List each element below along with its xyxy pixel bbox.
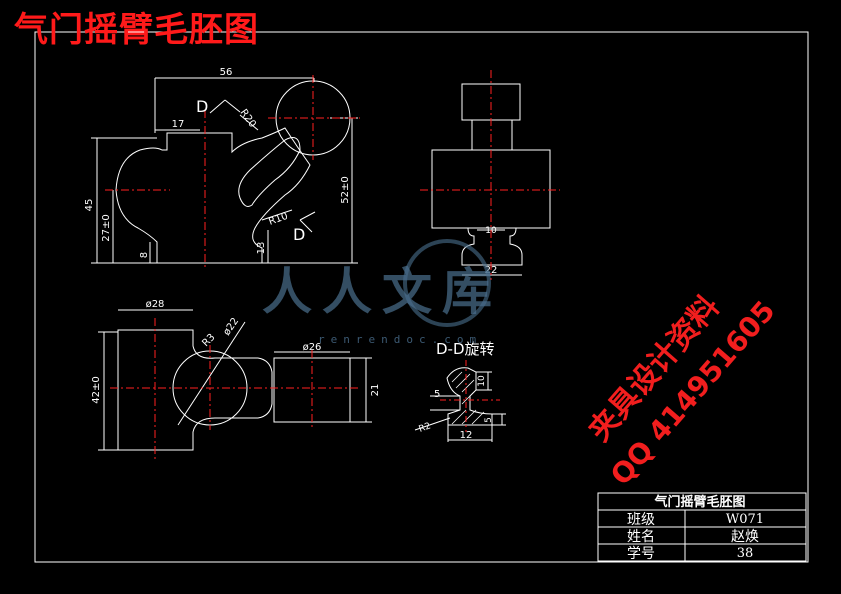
dim-height-total: 45 [84, 199, 95, 212]
dim-section-5-left: 5 [434, 389, 440, 400]
dim-section-10: 10 [477, 375, 487, 387]
section-view-profile [446, 367, 493, 426]
title-block-label-name: 姓名 [627, 529, 655, 545]
dim-diameter-left: ø28 [146, 299, 165, 310]
watermark-url: renrendoc.com [318, 333, 483, 346]
page-title: 气门摇臂毛胚图 [14, 10, 259, 50]
title-block [597, 492, 807, 562]
title-block-value-name: 赵焕 [731, 528, 759, 545]
dim-height-small: 13 [256, 242, 267, 255]
dim-width-top: 56 [220, 67, 233, 78]
section-view [414, 367, 506, 442]
dim-height-left-top: 42±0 [91, 376, 102, 403]
dim-height-bottom: 8 [139, 252, 150, 258]
front-view-outline [115, 127, 311, 264]
dim-radius-r3: R3 [200, 332, 217, 349]
watermark-circle [403, 239, 491, 327]
title-block-label-class: 班级 [627, 512, 655, 528]
dim-height-right: 52±0 [340, 176, 351, 203]
top-view-centerlines [110, 318, 360, 460]
dim-side-width-mid: 10 [485, 226, 497, 236]
dim-height-mid: 27±0 [101, 214, 112, 241]
title-block-text: 气门摇臂毛胚图 班级 W071 姓名 赵焕 学号 38 [627, 494, 764, 562]
dim-radius-top: R20 [238, 107, 258, 129]
section-view-label: D-D旋转 [436, 340, 495, 358]
dim-section-12: 12 [460, 430, 473, 441]
drawing-border [34, 31, 809, 563]
side-view-centerlines [420, 70, 560, 280]
top-view-outline [117, 329, 273, 451]
dim-offset-left: 17 [172, 119, 185, 130]
front-view [91, 77, 358, 264]
section-mark-d-top: D [196, 97, 208, 116]
dim-height-right-top: 21 [370, 384, 381, 397]
top-view [98, 309, 372, 451]
side-view-neck [471, 119, 513, 151]
title-block-drawing-name: 气门摇臂毛胚图 [654, 494, 745, 510]
watermark-text: 人人文库 [262, 262, 502, 321]
section-view-hatch [451, 371, 485, 425]
title-block-value-class: W071 [726, 512, 764, 527]
dim-section-r2: R2 [418, 421, 433, 434]
dim-side-width-bottom: 22 [485, 265, 498, 276]
title-block-label-id: 学号 [627, 546, 655, 562]
dim-diameter-right: ø26 [303, 342, 322, 353]
dim-section-5-right: 5 [484, 417, 494, 423]
section-mark-d-bottom: D [293, 225, 305, 244]
front-view-centerlines [105, 75, 360, 270]
side-view-bottom-neck [461, 227, 523, 266]
title-block-value-id: 38 [737, 546, 754, 561]
dim-diameter-center: ø22 [221, 316, 241, 338]
front-view-slot [238, 137, 301, 207]
dim-radius-bottom: R10 [267, 211, 289, 228]
section-view-centerlines [440, 360, 500, 432]
